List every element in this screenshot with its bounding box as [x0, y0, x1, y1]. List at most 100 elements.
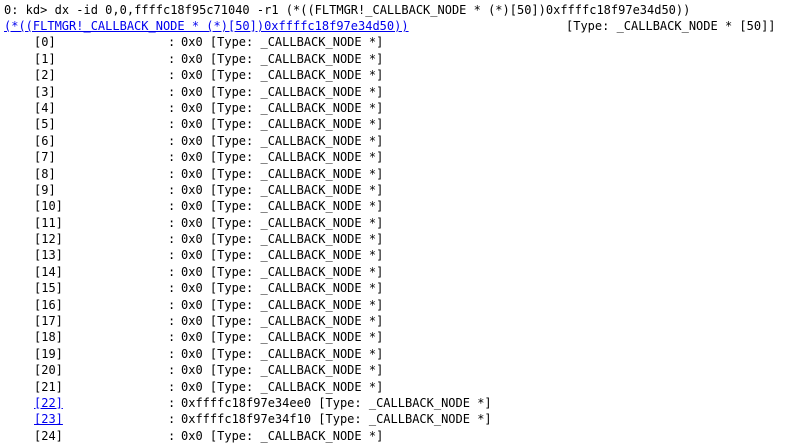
element-index: [10] — [34, 199, 63, 214]
element-index: [11] — [34, 215, 63, 230]
array-element-row: [7]:0x0 [Type: _CALLBACK_NODE *] — [4, 149, 793, 165]
separator: : — [168, 395, 176, 410]
array-element-row: [6]:0x0 [Type: _CALLBACK_NODE *] — [4, 133, 793, 149]
element-index: [15] — [34, 281, 63, 296]
element-index: [0] — [34, 35, 56, 50]
separator: : — [168, 51, 176, 66]
element-value: 0x0 [Type: _CALLBACK_NODE *] — [181, 215, 384, 230]
element-index: [17] — [34, 314, 63, 329]
element-value: 0x0 [Type: _CALLBACK_NODE *] — [181, 363, 384, 378]
element-value: 0x0 [Type: _CALLBACK_NODE *] — [181, 117, 384, 132]
array-element-row: [18]:0x0 [Type: _CALLBACK_NODE *] — [4, 329, 793, 345]
element-index: [14] — [34, 264, 63, 279]
element-index: [19] — [34, 346, 63, 361]
array-element-row: [3]:0x0 [Type: _CALLBACK_NODE *] — [4, 84, 793, 100]
array-element-row: [9]:0x0 [Type: _CALLBACK_NODE *] — [4, 182, 793, 198]
array-element-row: [19]:0x0 [Type: _CALLBACK_NODE *] — [4, 346, 793, 362]
element-value: 0x0 [Type: _CALLBACK_NODE *] — [181, 297, 384, 312]
separator: : — [168, 215, 176, 230]
element-value: 0x0 [Type: _CALLBACK_NODE *] — [181, 35, 384, 50]
element-index: [20] — [34, 363, 63, 378]
element-value: 0x0 [Type: _CALLBACK_NODE *] — [181, 314, 384, 329]
separator: : — [168, 330, 176, 345]
element-index: [18] — [34, 330, 63, 345]
array-element-row: [13]:0x0 [Type: _CALLBACK_NODE *] — [4, 247, 793, 263]
element-value: 0x0 [Type: _CALLBACK_NODE *] — [181, 346, 384, 361]
separator: : — [168, 379, 176, 394]
element-value: 0x0 [Type: _CALLBACK_NODE *] — [181, 248, 384, 263]
element-index: [16] — [34, 297, 63, 312]
element-value: 0x0 [Type: _CALLBACK_NODE *] — [181, 232, 384, 247]
separator: : — [168, 428, 176, 443]
array-element-row: [0]:0x0 [Type: _CALLBACK_NODE *] — [4, 34, 793, 50]
array-element-row: [4]:0x0 [Type: _CALLBACK_NODE *] — [4, 100, 793, 116]
element-index-link[interactable]: [22] — [34, 395, 63, 410]
element-index: [8] — [34, 166, 56, 181]
element-index: [6] — [34, 133, 56, 148]
array-element-row: [15]:0x0 [Type: _CALLBACK_NODE *] — [4, 280, 793, 296]
element-value: 0x0 [Type: _CALLBACK_NODE *] — [181, 166, 384, 181]
array-element-row: [12]:0x0 [Type: _CALLBACK_NODE *] — [4, 231, 793, 247]
command-text: dx -id 0,0,ffffc18f95c71040 -r1 (*((FLTM… — [54, 3, 691, 17]
element-value: 0x0 [Type: _CALLBACK_NODE *] — [181, 68, 384, 83]
element-value: 0x0 [Type: _CALLBACK_NODE *] — [181, 281, 384, 296]
array-element-row: [20]:0x0 [Type: _CALLBACK_NODE *] — [4, 362, 793, 378]
array-element-row: [8]:0x0 [Type: _CALLBACK_NODE *] — [4, 166, 793, 182]
expression-link[interactable]: (*((FLTMGR!_CALLBACK_NODE * (*)[50])0xff… — [4, 19, 409, 33]
element-value: 0x0 [Type: _CALLBACK_NODE *] — [181, 199, 384, 214]
element-value: 0x0 [Type: _CALLBACK_NODE *] — [181, 330, 384, 345]
element-index: [7] — [34, 150, 56, 165]
separator: : — [168, 117, 176, 132]
array-element-row: [14]:0x0 [Type: _CALLBACK_NODE *] — [4, 264, 793, 280]
separator: : — [168, 314, 176, 329]
separator: : — [168, 232, 176, 247]
separator: : — [168, 346, 176, 361]
array-element-row: [5]:0x0 [Type: _CALLBACK_NODE *] — [4, 116, 793, 132]
element-value: 0x0 [Type: _CALLBACK_NODE *] — [181, 84, 384, 99]
element-value: 0x0 [Type: _CALLBACK_NODE *] — [181, 100, 384, 115]
element-value: 0x0 [Type: _CALLBACK_NODE *] — [181, 150, 384, 165]
separator: : — [168, 100, 176, 115]
element-value: 0x0 [Type: _CALLBACK_NODE *] — [181, 51, 384, 66]
element-value: 0x0 [Type: _CALLBACK_NODE *] — [181, 428, 384, 443]
array-element-row: [16]:0x0 [Type: _CALLBACK_NODE *] — [4, 297, 793, 313]
element-value: 0x0 [Type: _CALLBACK_NODE *] — [181, 182, 384, 197]
result-header: (*((FLTMGR!_CALLBACK_NODE * (*)[50])0xff… — [4, 18, 793, 34]
element-index: [3] — [34, 84, 56, 99]
separator: : — [168, 68, 176, 83]
element-index-link[interactable]: [23] — [34, 412, 63, 427]
command-line: 0: kd> dx -id 0,0,ffffc18f95c71040 -r1 (… — [4, 2, 793, 18]
element-index: [2] — [34, 68, 56, 83]
element-index: [24] — [34, 428, 63, 443]
separator: : — [168, 150, 176, 165]
separator: : — [168, 297, 176, 312]
separator: : — [168, 199, 176, 214]
element-value: 0x0 [Type: _CALLBACK_NODE *] — [181, 379, 384, 394]
array-element-row: [21]:0x0 [Type: _CALLBACK_NODE *] — [4, 379, 793, 395]
separator: : — [168, 133, 176, 148]
prompt: 0: kd> — [4, 3, 48, 17]
separator: : — [168, 264, 176, 279]
separator: : — [168, 182, 176, 197]
array-element-row: [17]:0x0 [Type: _CALLBACK_NODE *] — [4, 313, 793, 329]
array-element-row[interactable]: [23]:0xffffc18f97e34f10 [Type: _CALLBACK… — [4, 411, 793, 427]
separator: : — [168, 166, 176, 181]
element-value: 0xffffc18f97e34f10 [Type: _CALLBACK_NODE… — [181, 412, 492, 427]
array-element-row: [24]:0x0 [Type: _CALLBACK_NODE *] — [4, 428, 793, 444]
array-element-row[interactable]: [22]:0xffffc18f97e34ee0 [Type: _CALLBACK… — [4, 395, 793, 411]
element-value: 0x0 [Type: _CALLBACK_NODE *] — [181, 133, 384, 148]
element-index: [5] — [34, 117, 56, 132]
element-value: 0xffffc18f97e34ee0 [Type: _CALLBACK_NODE… — [181, 395, 492, 410]
array-element-row: [10]:0x0 [Type: _CALLBACK_NODE *] — [4, 198, 793, 214]
separator: : — [168, 281, 176, 296]
element-index: [4] — [34, 100, 56, 115]
separator: : — [168, 363, 176, 378]
element-index: [21] — [34, 379, 63, 394]
separator: : — [168, 35, 176, 50]
debugger-output: 0: kd> dx -id 0,0,ffffc18f95c71040 -r1 (… — [4, 2, 793, 443]
element-value: 0x0 [Type: _CALLBACK_NODE *] — [181, 264, 384, 279]
array-element-row: [11]:0x0 [Type: _CALLBACK_NODE *] — [4, 215, 793, 231]
element-index: [9] — [34, 182, 56, 197]
array-element-row: [1]:0x0 [Type: _CALLBACK_NODE *] — [4, 51, 793, 67]
element-index: [13] — [34, 248, 63, 263]
